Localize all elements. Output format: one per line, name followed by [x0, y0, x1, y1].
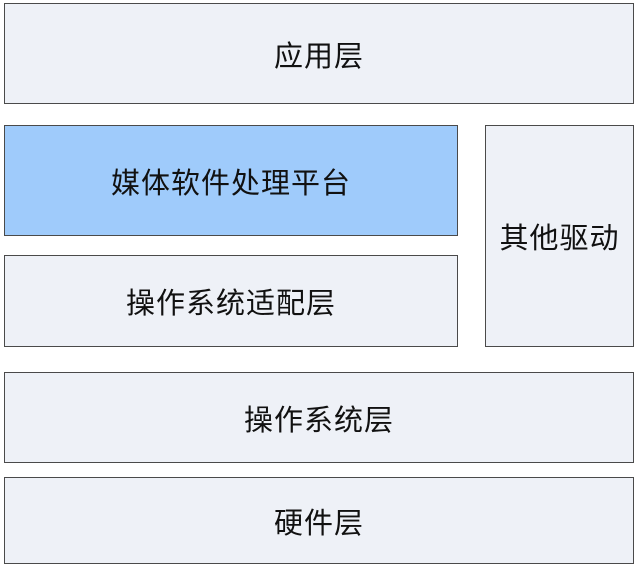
- operating-system-layer-box: 操作系统层: [4, 372, 634, 463]
- media-software-platform-box: 媒体软件处理平台: [4, 125, 458, 236]
- os-adapter-layer-box: 操作系统适配层: [4, 255, 458, 347]
- application-layer-box: 应用层: [4, 3, 634, 104]
- other-drivers-box: 其他驱动: [485, 125, 634, 347]
- hardware-layer-box: 硬件层: [4, 477, 634, 564]
